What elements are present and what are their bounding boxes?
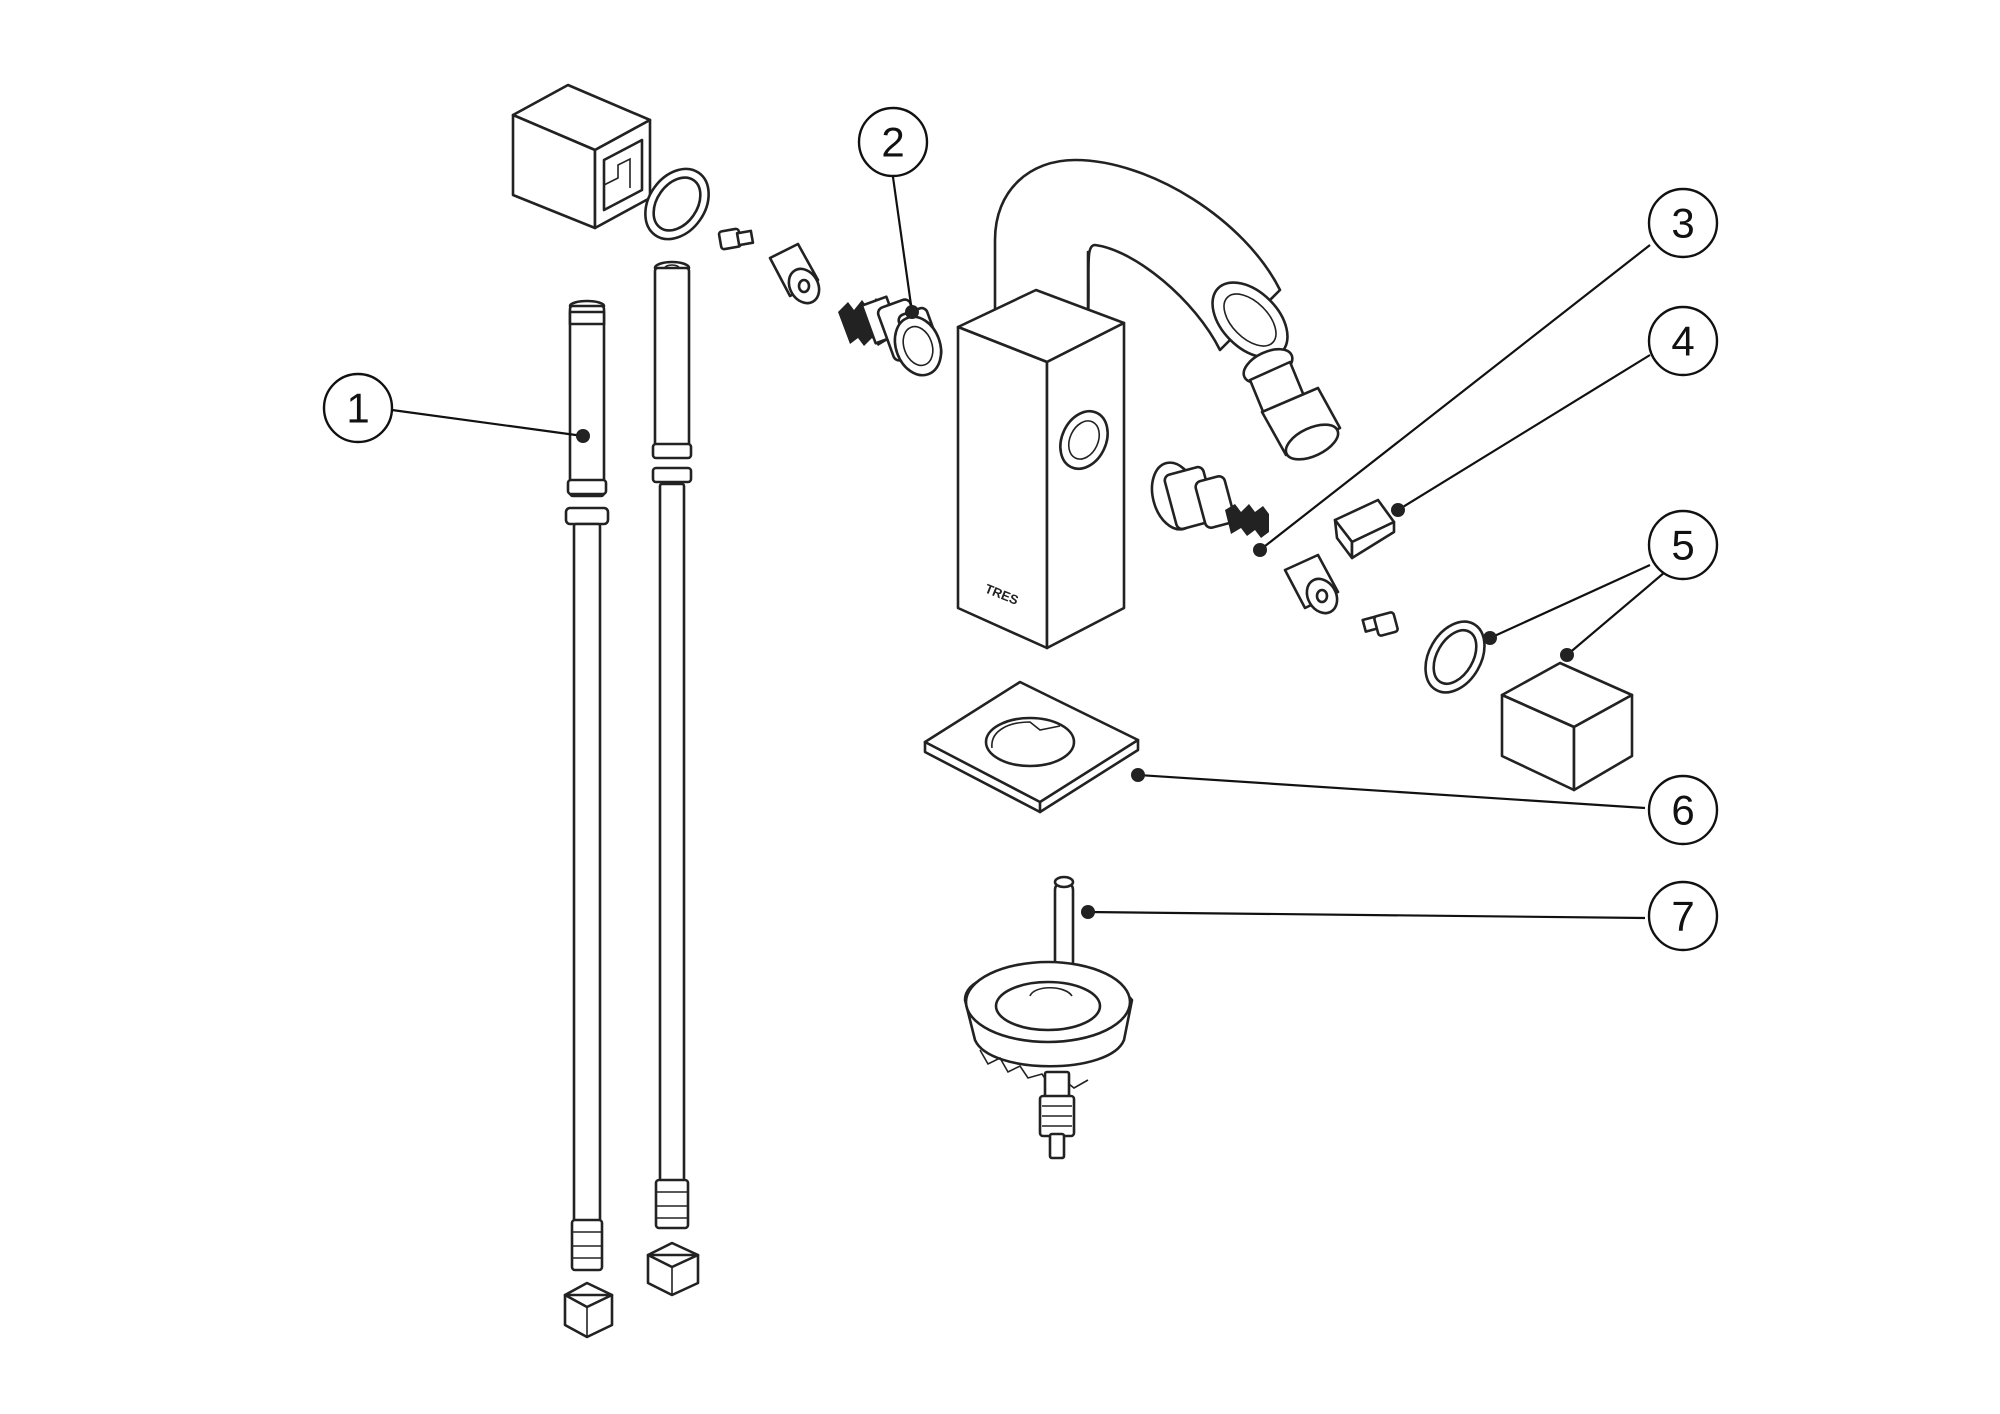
- svg-text:6: 6: [1671, 787, 1694, 834]
- callout-1: 1: [322, 372, 394, 444]
- pop-up-waste: [963, 875, 1134, 1160]
- aerator: [1242, 347, 1342, 461]
- right-cartridge: [1150, 461, 1269, 538]
- right-handle-cap: [1500, 661, 1634, 792]
- callout-5: 5: [1647, 509, 1719, 581]
- callout-4: 4: [1647, 305, 1719, 377]
- callout-3: 3: [1647, 187, 1719, 259]
- left-handle-cap: [511, 83, 652, 230]
- left-ring: [644, 167, 710, 241]
- callout-7: 7: [1647, 880, 1719, 952]
- leader-lines: [391, 169, 1666, 920]
- svg-text:2: 2: [881, 119, 904, 166]
- left-sleeve: [768, 242, 821, 305]
- handle-limiter: [1333, 498, 1396, 560]
- faucet-body: TRES: [956, 158, 1289, 650]
- svg-text:7: 7: [1671, 893, 1694, 940]
- flexible-hose-a: [563, 299, 614, 1339]
- svg-text:4: 4: [1671, 318, 1694, 365]
- svg-text:3: 3: [1671, 200, 1694, 247]
- flexible-hose-b: [646, 260, 700, 1297]
- right-screw: [1361, 611, 1399, 637]
- right-sleeve: [1283, 553, 1340, 615]
- callout-6: 6: [1647, 774, 1719, 846]
- left-cartridge: [838, 295, 943, 377]
- callout-2: 2: [857, 106, 929, 178]
- svg-text:1: 1: [346, 385, 369, 432]
- right-ring: [1424, 620, 1486, 694]
- left-screw: [717, 227, 755, 251]
- svg-text:5: 5: [1671, 522, 1694, 569]
- base-plate: [923, 680, 1140, 814]
